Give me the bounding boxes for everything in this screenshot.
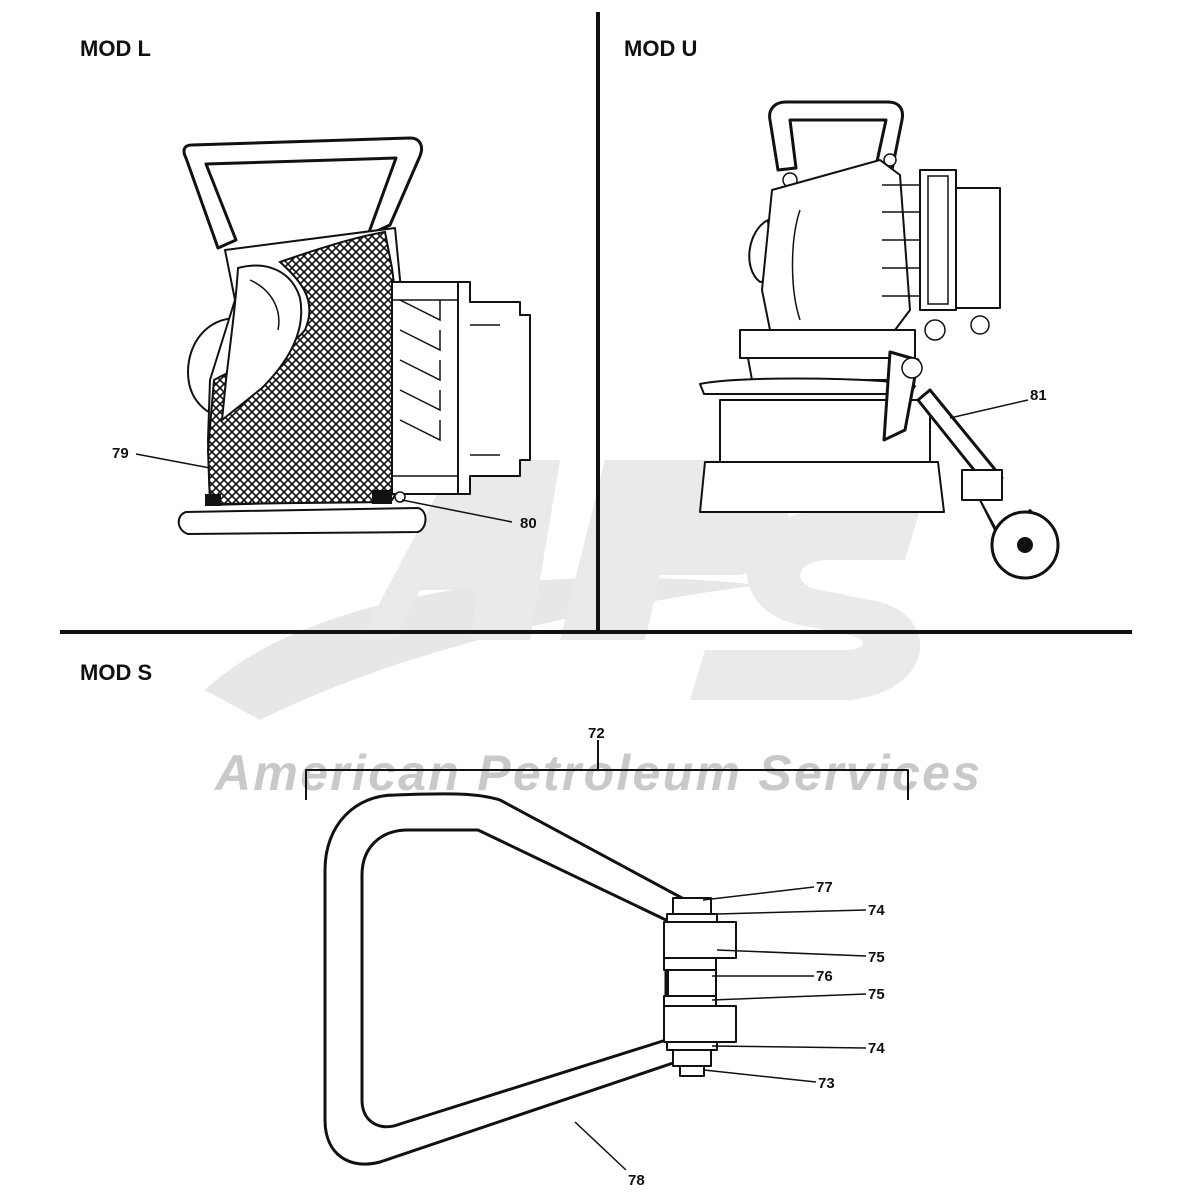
callout-81: 81: [1030, 387, 1047, 404]
callout-79: 79: [112, 445, 129, 462]
mod-u-drawing: [699, 100, 1060, 580]
section-title-mod-s: MOD S: [80, 660, 152, 685]
outlet-flange: [391, 281, 531, 495]
watermark-logo: [205, 460, 921, 720]
callout-73: 73: [818, 1075, 835, 1092]
mod-l-drawing: [135, 136, 531, 535]
section-title-mod-u: MOD U: [624, 36, 697, 61]
watermark-text: American Petroleum Services: [213, 745, 980, 801]
callout-75-lower: 75: [868, 986, 885, 1003]
callout-74-upper: 74: [868, 902, 885, 919]
callout-74-lower: 74: [868, 1040, 885, 1057]
callout-75-upper: 75: [868, 949, 885, 966]
mesh-cover: [206, 230, 406, 506]
bolt-assembly: [663, 897, 737, 1077]
callout-77: 77: [816, 879, 833, 896]
outlet-fins-u: [882, 169, 1001, 311]
callout-80: 80: [520, 515, 537, 532]
callout-76: 76: [816, 968, 833, 985]
callout-72: 72: [588, 725, 605, 742]
section-title-mod-l: MOD L: [80, 36, 151, 61]
mod-s-drawing: [305, 740, 909, 1171]
callout-78: 78: [628, 1172, 645, 1189]
